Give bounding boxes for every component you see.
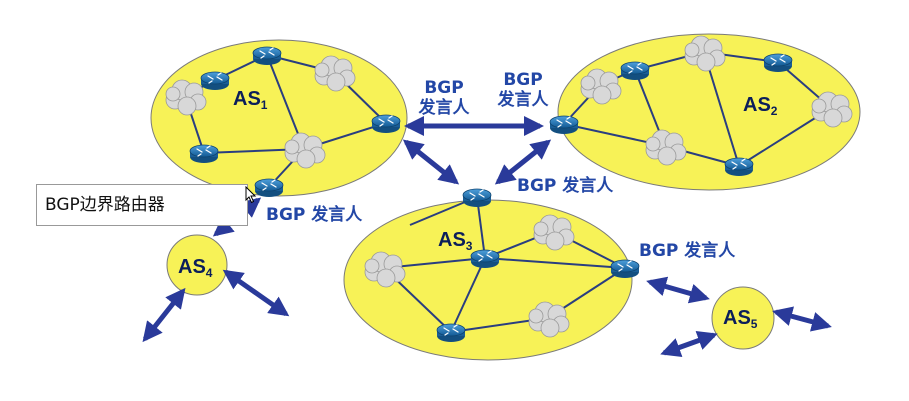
as1-label: AS1 xyxy=(233,88,268,112)
mouse-cursor-icon xyxy=(245,186,257,204)
bgp-speaker-label-as2: BGP 发言人 xyxy=(497,70,549,110)
as4-region xyxy=(166,234,228,296)
as5-label: AS5 xyxy=(723,307,758,331)
as1-region xyxy=(150,39,408,197)
bgp-speaker-label-as1: BGP 发言人 xyxy=(418,78,470,118)
bgp-speaker-label-as3: BGP 发言人 xyxy=(517,176,614,196)
bgp-speaker-label-as1-border: BGP 发言人 xyxy=(266,205,363,225)
tooltip-bgp-border-router: BGP边界路由器 xyxy=(36,184,248,226)
bgp-speaker-label-as3-right: BGP 发言人 xyxy=(639,241,736,261)
as3-label: AS3 xyxy=(438,229,473,253)
as2-label: AS2 xyxy=(743,94,778,118)
as4-label: AS4 xyxy=(178,256,213,280)
